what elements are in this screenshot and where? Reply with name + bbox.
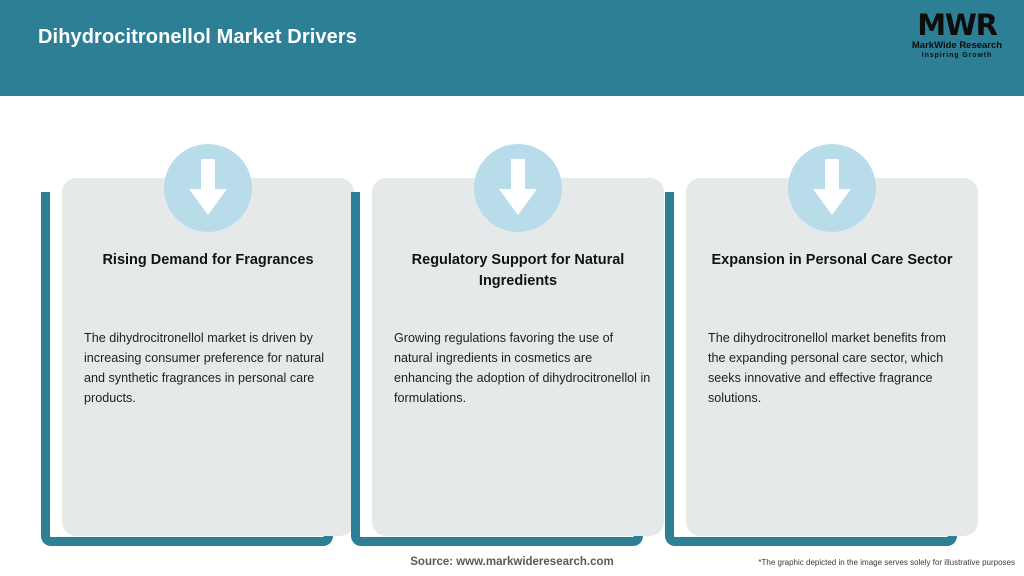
markwide-research-logo: MWR MarkWide Research Inspiring Growth [904,10,1010,64]
card-body-text: Growing regulations favoring the use of … [394,331,651,405]
down-arrow-icon [474,144,562,232]
driver-card-3: Expansion in Personal Care Sector The di… [665,96,978,552]
source-label: Source: www.markwideresearch.com [410,556,614,568]
down-arrow-icon [164,144,252,232]
card-panel: Rising Demand for Fragrances The dihydro… [62,178,354,536]
page-header: Dihydrocitronellol Market Drivers MWR Ma… [0,0,1024,96]
card-panel: Expansion in Personal Care Sector The di… [686,178,978,536]
card-title: Rising Demand for Fragrances [102,252,314,268]
card-title: Regulatory Support for Natural Ingredien… [411,252,625,289]
driver-card-2: Regulatory Support for Natural Ingredien… [351,96,664,552]
logo-mark-text: MWR [917,8,998,42]
down-arrow-icon [788,144,876,232]
page-title: Dihydrocitronellol Market Drivers [38,26,357,48]
drivers-card-group: Rising Demand for Fragrances The dihydro… [0,96,1024,552]
card-panel: Regulatory Support for Natural Ingredien… [372,178,664,536]
card-body-text: The dihydrocitronellol market benefits f… [708,331,946,405]
driver-card-1: Rising Demand for Fragrances The dihydro… [41,96,354,552]
card-title: Expansion in Personal Care Sector [711,252,953,268]
logo-company-name: MarkWide Research [911,40,1003,51]
card-body-text: The dihydrocitronellol market is driven … [84,331,325,405]
logo-tagline: Inspiring Growth [921,52,993,59]
disclaimer-note: *The graphic depicted in the image serve… [758,558,1015,567]
